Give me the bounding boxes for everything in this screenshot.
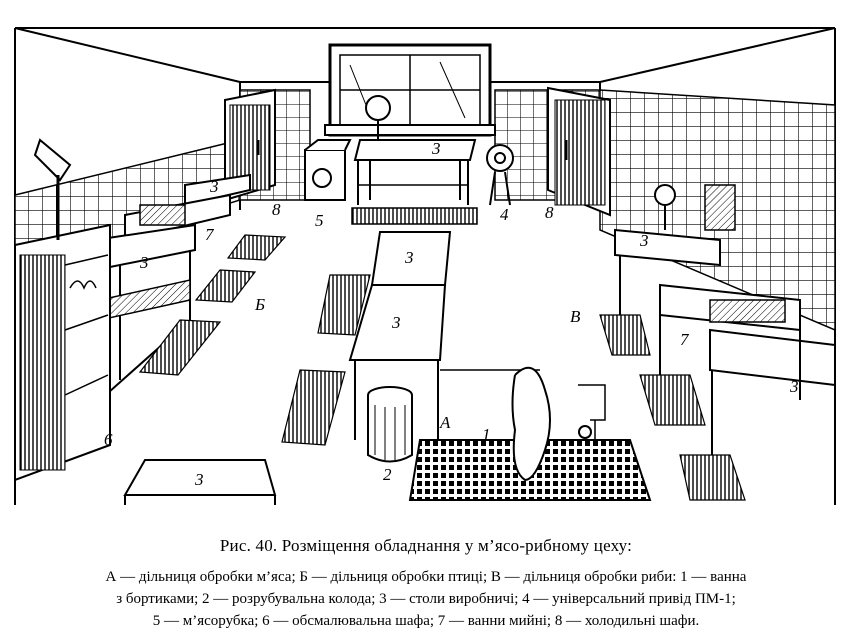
singeing-cabinet-6 [14, 138, 111, 482]
label-3-right: 3 [789, 377, 799, 396]
label-8-right: 8 [545, 203, 554, 222]
label-3-bottom: 3 [194, 470, 204, 489]
chopping-block-2 [367, 386, 413, 463]
label-A-meat: А [439, 413, 451, 432]
back-floor-grate [351, 207, 478, 225]
right-fridge-8 [547, 86, 611, 217]
label-2: 2 [383, 465, 392, 484]
meat-grinder-5 [304, 139, 352, 201]
bottom-table-3 [123, 459, 277, 505]
back-table-3 [353, 95, 477, 205]
label-3-right-top: 3 [639, 231, 649, 250]
left-tables-3-and-sink-7 [94, 173, 251, 401]
universal-drive-4 [486, 144, 514, 206]
label-5: 5 [315, 211, 324, 230]
figure-caption-title: Рис. 40. Розміщення обладнання у м’ясо-р… [219, 536, 633, 555]
label-1: 1 [482, 425, 491, 444]
room-perspective-illustration: 3 3 7 8 5 3 4 8 3 3 Б В 3 7 3 А 1 2 6 3 [14, 27, 836, 505]
bath-1 [408, 366, 652, 501]
label-6: 6 [104, 430, 113, 449]
label-3-center: 3 [391, 313, 401, 332]
label-3-left-top: 3 [209, 177, 219, 196]
label-3-left: 3 [139, 253, 149, 272]
label-7-left: 7 [205, 225, 215, 244]
label-3-back: 3 [431, 139, 441, 158]
right-tables-3-and-sink-7 [614, 184, 836, 455]
figure-legend: А — дільниця обробки м’яса; Б — дільниця… [8, 566, 844, 632]
figure-labels: 3 3 7 8 5 3 4 8 3 3 Б В 3 7 3 А 1 2 6 3 [104, 139, 799, 489]
floor-grates [138, 234, 746, 501]
label-B-poultry: Б [254, 295, 265, 314]
label-7-right: 7 [680, 330, 690, 349]
left-fridge-8 [224, 88, 276, 202]
legend-line-3: 5 — м’ясорубка; 6 — обсмалювальна шафа; … [152, 613, 700, 629]
label-3-center-top: 3 [404, 248, 414, 267]
back-window [324, 43, 496, 137]
equipment-layout-drawing: 3 3 7 8 5 3 4 8 3 3 Б В 3 7 3 А 1 2 6 3 [14, 27, 836, 505]
label-8-left: 8 [272, 200, 281, 219]
label-V-fish: В [570, 307, 581, 326]
label-4: 4 [500, 205, 509, 224]
legend-line-2: з бортиками; 2 — розрубувальна колода; 3… [116, 591, 736, 607]
legend-line-1: А — дільниця обробки м’яса; Б — дільниця… [105, 569, 747, 585]
